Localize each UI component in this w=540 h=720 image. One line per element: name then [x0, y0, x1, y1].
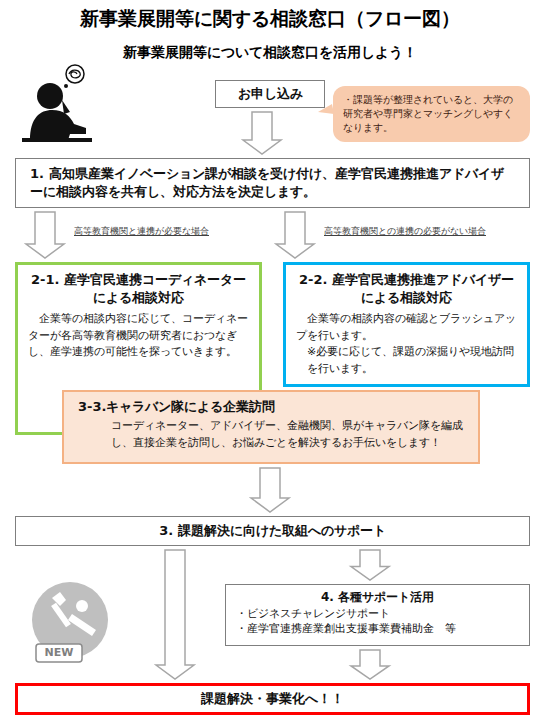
caravan-box: 3-3.キャラバン隊による企業訪問コーディネーター、アドバイザー、金融機関、県が… [62, 390, 480, 464]
box-text: ・産学官連携産業創出支援事業費補助金 等 [236, 621, 519, 636]
edge-label: 高等教育機関との連携の必要がない場合 [322, 225, 488, 238]
block-arrow [243, 112, 281, 154]
block-arrow [156, 550, 194, 679]
box-text: 企業等の相談内容の確認とブラッシュアップを行います。 [296, 311, 517, 344]
box-heading: 課題解決・事業化へ！！ [26, 690, 519, 708]
diagram-title: 新事業展開等に関する相談窓口（フロー図） [0, 6, 540, 32]
box-heading: 4. 各種サポート活用 [236, 589, 519, 606]
box-heading: 1. 高知県産業イノベーション課が相談を受け付け、産学官民連携推進アドバイザーに… [30, 165, 515, 200]
box-text: 企業等の相談内容に応じて、コーディネーターが各高等教育機関の研究者におつなぎし、… [28, 311, 249, 361]
block-arrow [26, 212, 64, 258]
block-arrow [276, 212, 314, 258]
process-box: 3. 課題解決に向けた取組へのサポート [15, 516, 530, 546]
block-arrow [351, 550, 389, 580]
box-heading: 3-3.キャラバン隊による企業訪問 [78, 398, 464, 416]
new-icon [32, 582, 108, 662]
goal-box: 課題解決・事業化へ！！ [15, 683, 530, 715]
box-heading: ・課題等が整理されていると、大学の研究者や専門家とマッチングしやすくなります。 [343, 93, 520, 135]
box-heading: お申し込み [220, 85, 320, 103]
person-icon [22, 65, 92, 142]
box-heading: 2-1. 産学官民連携コーディネーター による相談対応 [28, 271, 249, 306]
support-box: 4. 各種サポート活用・ビジネスチャレンジサポート・産学官連携産業創出支援事業費… [225, 584, 530, 646]
start-box: お申し込み [215, 80, 325, 108]
box-text: ・ビジネスチャレンジサポート [236, 606, 519, 621]
box-heading: 3. 課題解決に向けた取組へのサポート [24, 522, 521, 540]
edge-label: 高等教育機関と連携が必要な場合 [72, 225, 211, 238]
badge-text: NEW [36, 645, 82, 661]
block-arrow [251, 468, 289, 512]
box-heading: 2-2. 産学官民連携推進アドバイザー による相談対応 [296, 271, 517, 306]
box-text: コーディネーター、アドバイザー、金融機関、県がキャラバン隊を編成し、直接企業を訪… [78, 418, 464, 451]
subtitle: 新事業展開等について相談窓口を活用しよう！ [0, 44, 540, 62]
advisor-box: 2-2. 産学官民連携推進アドバイザー による相談対応企業等の相談内容の確認とブ… [283, 262, 530, 387]
block-arrow [351, 650, 389, 679]
box-text: ※必要に応じて、課題の深掘りや現地訪問を行います。 [296, 344, 517, 377]
callout-bubble: ・課題等が整理されていると、大学の研究者や専門家とマッチングしやすくなります。 [333, 86, 530, 142]
process-box: 1. 高知県産業イノベーション課が相談を受け付け、産学官民連携推進アドバイザーに… [15, 158, 530, 208]
